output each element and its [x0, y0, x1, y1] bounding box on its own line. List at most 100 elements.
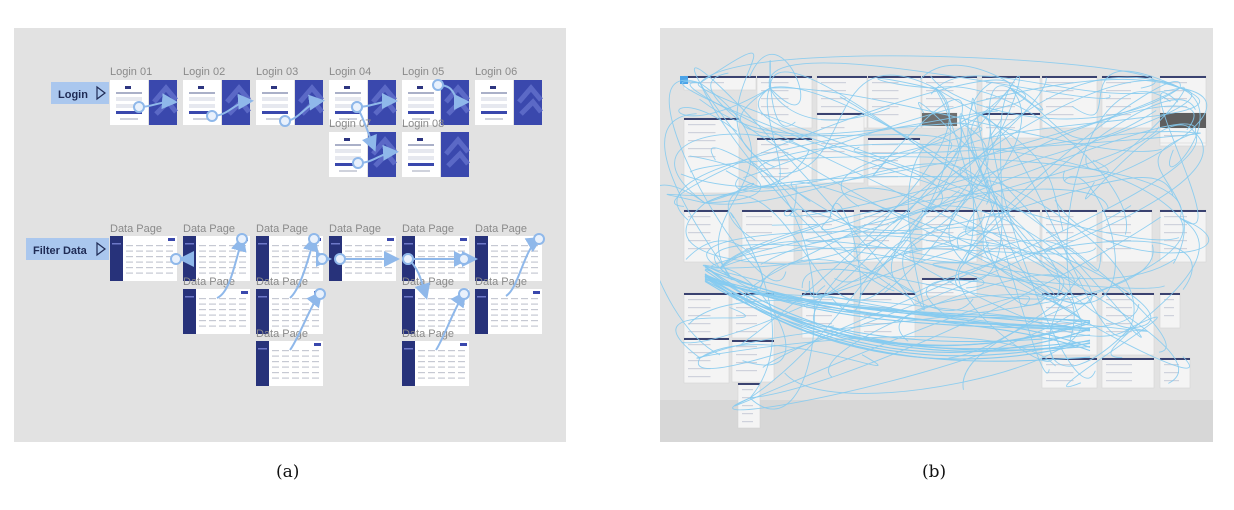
prototype-connection	[719, 223, 820, 269]
connection-handle[interactable]	[314, 288, 326, 300]
screen-frame[interactable]	[1159, 357, 1191, 389]
screen-frame[interactable]	[683, 337, 730, 384]
prototype-connection	[891, 77, 1047, 294]
screen-frame[interactable]	[1101, 292, 1155, 356]
screen-frame[interactable]	[1101, 75, 1153, 129]
prototype-connection	[699, 82, 974, 311]
frame-data-page[interactable]: Data Page	[256, 328, 323, 386]
frame-title: Login 01	[110, 66, 152, 78]
frame-login[interactable]: Login 01	[110, 66, 178, 125]
prototype-connection[interactable]	[279, 94, 325, 127]
prototype-connection	[872, 98, 963, 176]
connection-handle[interactable]	[402, 253, 414, 265]
frame-data-page[interactable]: Data Page	[475, 223, 542, 281]
frame-title: Data Page	[475, 276, 527, 288]
flow-start-filter-data[interactable]: Filter Data	[26, 238, 109, 260]
frame-data-page[interactable]: Data Page	[475, 276, 542, 334]
prototype-connection	[964, 81, 993, 264]
connection-handle[interactable]	[351, 101, 363, 113]
prototype-connection[interactable]	[435, 288, 470, 351]
connection-handle[interactable]	[533, 233, 545, 245]
frame-login[interactable]: Login 06	[475, 66, 543, 125]
prototype-connection	[678, 87, 771, 132]
prototype-connection[interactable]	[402, 253, 431, 300]
connection-handle[interactable]	[458, 288, 470, 300]
prototype-connection	[778, 74, 936, 174]
prototype-connection	[749, 53, 802, 106]
prototype-connection	[1048, 275, 1131, 367]
screen-frame[interactable]	[737, 382, 761, 429]
prototype-connection[interactable]	[133, 93, 178, 113]
prototype-connection	[699, 55, 1156, 89]
prototype-connection	[758, 143, 1181, 219]
frame-title: Data Page	[402, 223, 454, 235]
frame-login[interactable]: Login 08	[402, 118, 470, 177]
screen-frame[interactable]	[981, 209, 1041, 263]
prototype-connection	[970, 110, 1131, 329]
prototype-connection	[1084, 124, 1196, 200]
prototype-connection	[714, 244, 985, 289]
frame-data-page[interactable]: Data Page	[402, 276, 469, 334]
frame-login[interactable]: Login 07	[329, 118, 397, 177]
prototype-connection[interactable]	[289, 288, 326, 351]
connection-handle[interactable]	[279, 115, 291, 127]
screen-frame[interactable]	[1159, 292, 1181, 329]
frame-data-page[interactable]: Data Page	[110, 223, 177, 281]
connection-handle[interactable]	[133, 101, 145, 113]
prototype-connection[interactable]	[206, 93, 254, 122]
screen-frame[interactable]	[683, 117, 740, 194]
screen-frame[interactable]	[1041, 75, 1098, 129]
prototype-connection[interactable]	[316, 251, 332, 267]
caption-b: (b)	[922, 462, 947, 482]
frame-data-page[interactable]: Data Page	[402, 328, 469, 386]
prototype-connection	[959, 122, 1080, 286]
frame-data-page[interactable]: Data Page	[183, 223, 250, 281]
prototype-connection[interactable]	[334, 251, 400, 267]
prototype-connection	[1160, 92, 1199, 225]
prototype-connection[interactable]	[170, 251, 194, 267]
prototype-connection	[930, 75, 1181, 120]
frame-data-page[interactable]: Data Page	[183, 276, 250, 334]
connection-handle[interactable]	[236, 233, 248, 245]
flow-start-label: Filter Data	[33, 245, 88, 257]
prototype-connection[interactable]	[289, 233, 320, 299]
frame-title: Data Page	[256, 328, 308, 340]
frame-login[interactable]: Login 03	[256, 66, 324, 125]
prototype-connection	[1110, 217, 1200, 358]
frame-login[interactable]: Login 05	[402, 66, 470, 125]
frame-data-page[interactable]: Data Page	[402, 223, 469, 281]
connection-handle[interactable]	[206, 110, 218, 122]
frame-title: Data Page	[256, 276, 308, 288]
screen-frame[interactable]	[756, 75, 813, 129]
connection-handle[interactable]	[308, 233, 320, 245]
frame-data-page[interactable]: Data Page	[256, 223, 323, 281]
prototype-connection[interactable]	[216, 233, 248, 299]
screen-frame[interactable]	[683, 292, 730, 346]
prototype-connection	[704, 182, 756, 241]
frame-data-page[interactable]: Data Page	[256, 276, 323, 334]
prototype-connection[interactable]	[352, 144, 399, 169]
prototype-connection[interactable]	[432, 79, 470, 110]
prototype-connection[interactable]	[458, 251, 478, 267]
frame-title: Data Page	[329, 223, 381, 235]
screen-frame[interactable]	[1101, 209, 1153, 263]
prototype-connection	[926, 279, 1081, 319]
connection-handle[interactable]	[170, 253, 182, 265]
prototype-connection	[704, 266, 1091, 353]
prototype-connection[interactable]	[351, 101, 377, 152]
flow-start-login[interactable]: Login	[51, 82, 109, 104]
connection-handle[interactable]	[334, 253, 346, 265]
prototype-connection	[704, 274, 1091, 346]
screen-frame[interactable]	[1041, 357, 1098, 389]
connection-handle[interactable]	[432, 79, 444, 91]
prototype-connection[interactable]	[505, 233, 545, 297]
connection-handle[interactable]	[316, 253, 328, 265]
prototype-connection	[919, 64, 1044, 111]
connection-handle[interactable]	[458, 253, 470, 265]
screen-frame[interactable]	[1101, 357, 1155, 389]
prototype-connection	[769, 71, 989, 187]
frame-data-page[interactable]: Data Page	[329, 223, 396, 281]
screen-frame[interactable]	[867, 137, 921, 187]
connection-handle[interactable]	[352, 157, 364, 169]
